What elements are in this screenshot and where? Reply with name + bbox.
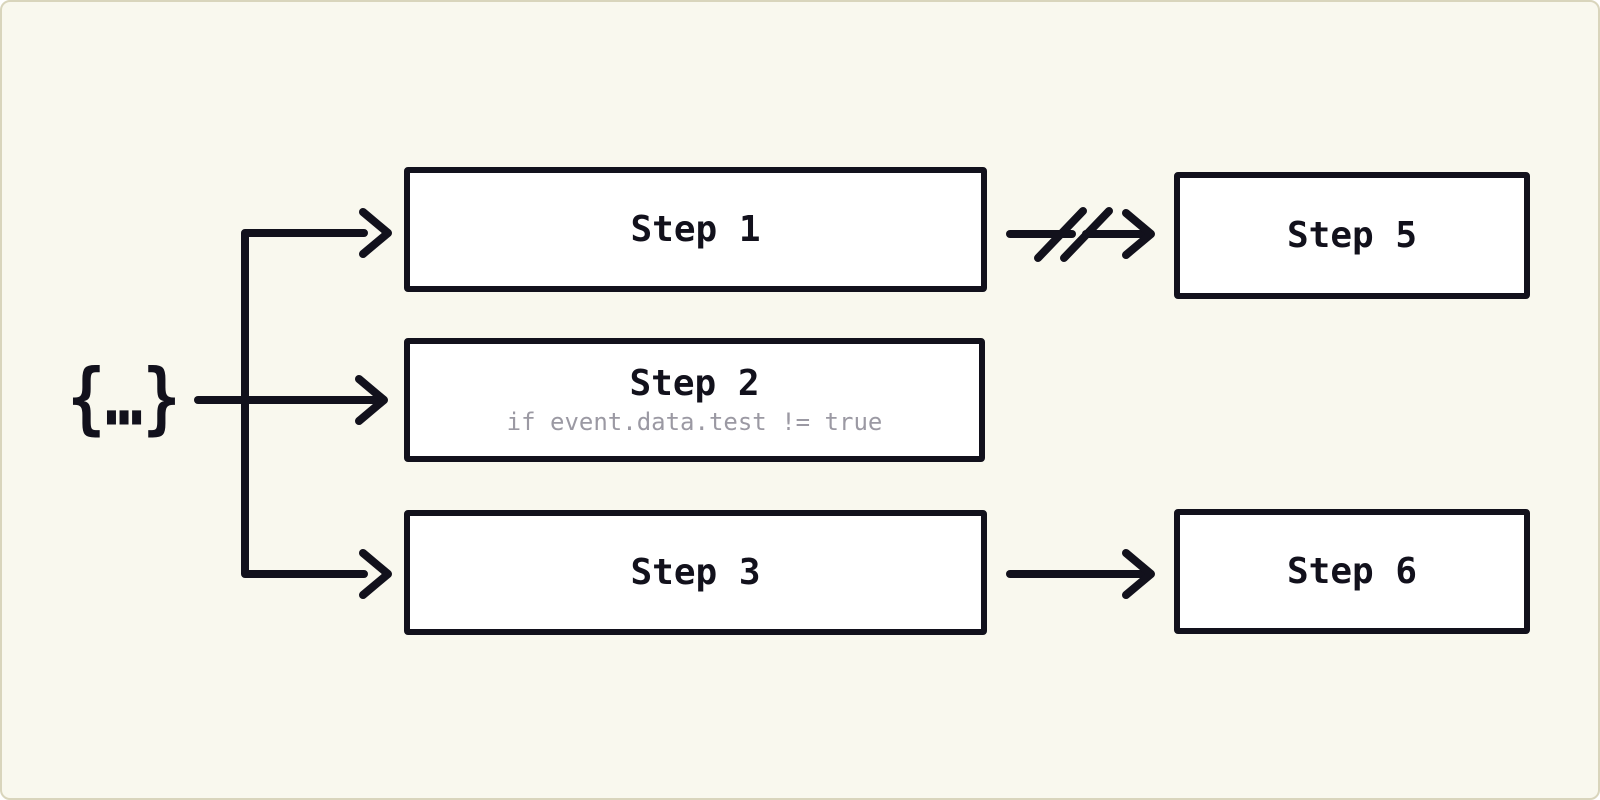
step-node-3: Step 3: [404, 510, 987, 635]
step-node-2: Step 2 if event.data.test != true: [404, 338, 985, 462]
arrow-source-step1-head: [359, 208, 392, 258]
step-label: Step 2: [629, 363, 760, 405]
cancelled-slash-2: [1060, 207, 1113, 262]
cancelled-slash-1: [1034, 207, 1087, 262]
event-source-icon: {…}: [67, 353, 181, 444]
step-label: Step 3: [630, 551, 761, 593]
arrow-source-step2-head: [355, 375, 388, 425]
step-node-6: Step 6: [1174, 509, 1530, 634]
step-node-5: Step 5: [1174, 172, 1530, 299]
step-label: Step 6: [1286, 550, 1418, 592]
step-node-1: Step 1: [404, 167, 987, 292]
step-label: Step 1: [630, 208, 761, 250]
step-condition: if event.data.test != true: [506, 407, 883, 436]
arrow-step3-step6-head: [1122, 549, 1155, 599]
step-label: Step 5: [1286, 214, 1418, 256]
branch-trunk: [241, 229, 368, 578]
cancelled-arrow-step1-step5-head: [1122, 209, 1155, 259]
arrow-source-step3-head: [359, 549, 392, 599]
